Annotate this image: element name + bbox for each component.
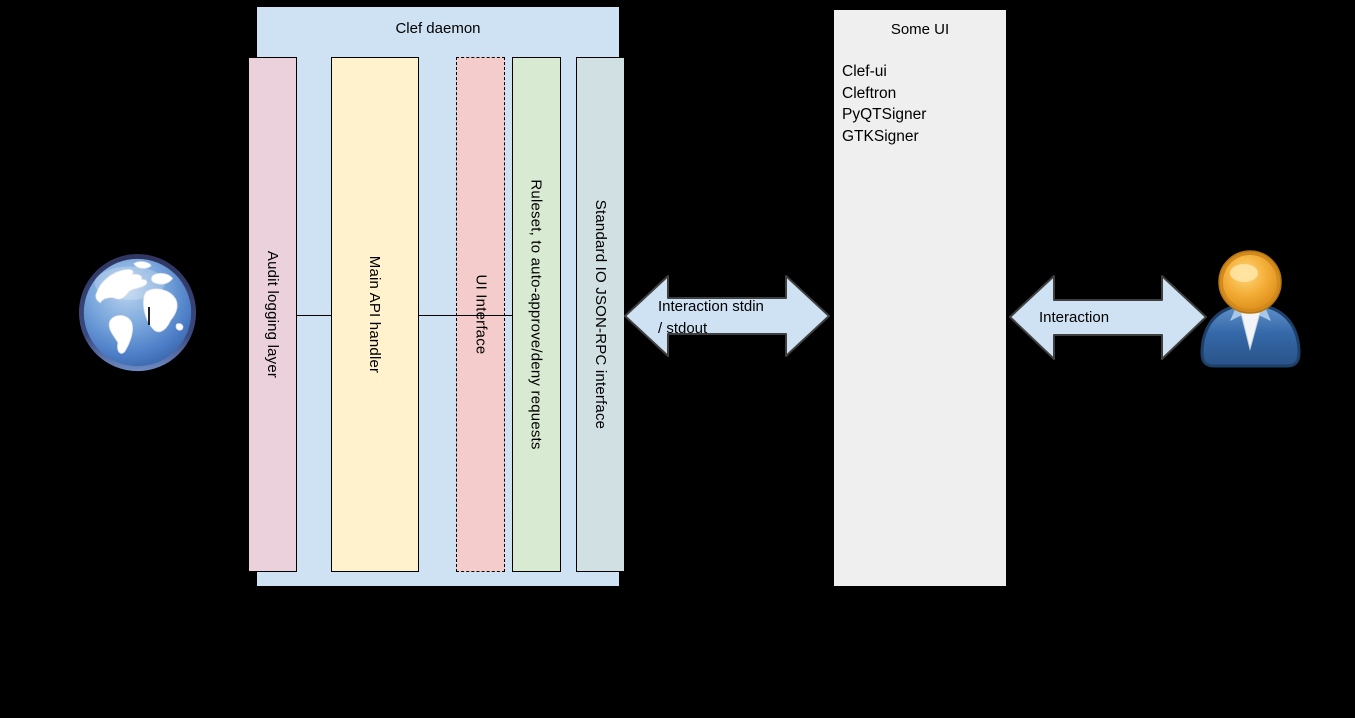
connector-line-audit-api (297, 315, 331, 316)
layer-audit-logging-label: Audit logging layer (264, 250, 281, 379)
some-ui-item-cleftron: Cleftron (842, 84, 897, 102)
layer-ruleset-label: Ruleset, to auto-approve/deny requests (528, 179, 546, 450)
stray-line-artifact (148, 307, 150, 325)
globe-icon (78, 253, 197, 372)
arrow-interaction-label: Interaction (1039, 309, 1110, 326)
arrow-stdin-stdout (624, 275, 830, 357)
arrow-stdin-stdout-label: Interaction stdin / stdout (658, 296, 764, 340)
arrow-stdin-stdout-label-line1: Interaction stdin (658, 298, 764, 315)
layer-audit-logging: Audit logging layer (248, 57, 297, 572)
connector-line-api-ruleset (419, 315, 512, 316)
clef-daemon-title: Clef daemon (395, 20, 481, 37)
layer-main-api-handler: Main API handler (331, 57, 419, 572)
arrow-stdin-stdout-label-line2: / stdout (658, 320, 708, 337)
clef-daemon-container (257, 7, 619, 586)
some-ui-item-clef-ui: Clef-ui (842, 63, 887, 80)
some-ui-item-pyqtsigner: PyQTSigner (842, 106, 927, 124)
layer-ui-interface: UI Interface (456, 57, 505, 572)
layer-stdio-jsonrpc-label: Standard IO JSON-RPC interface (592, 199, 610, 430)
layer-main-api-handler-label: Main API handler (366, 255, 384, 374)
user-icon (1200, 250, 1301, 368)
some-ui-item-gtksigner: GTKSigner (842, 128, 919, 146)
some-ui-box (833, 9, 1007, 587)
layer-ruleset: Ruleset, to auto-approve/deny requests (512, 57, 561, 572)
some-ui-list: Clef-ui Cleftron PyQTSigner GTKSigner (842, 61, 926, 148)
arrow-interaction (1009, 275, 1207, 360)
some-ui-title: Some UI (890, 21, 950, 38)
layer-stdio-jsonrpc: Standard IO JSON-RPC interface (576, 57, 625, 572)
